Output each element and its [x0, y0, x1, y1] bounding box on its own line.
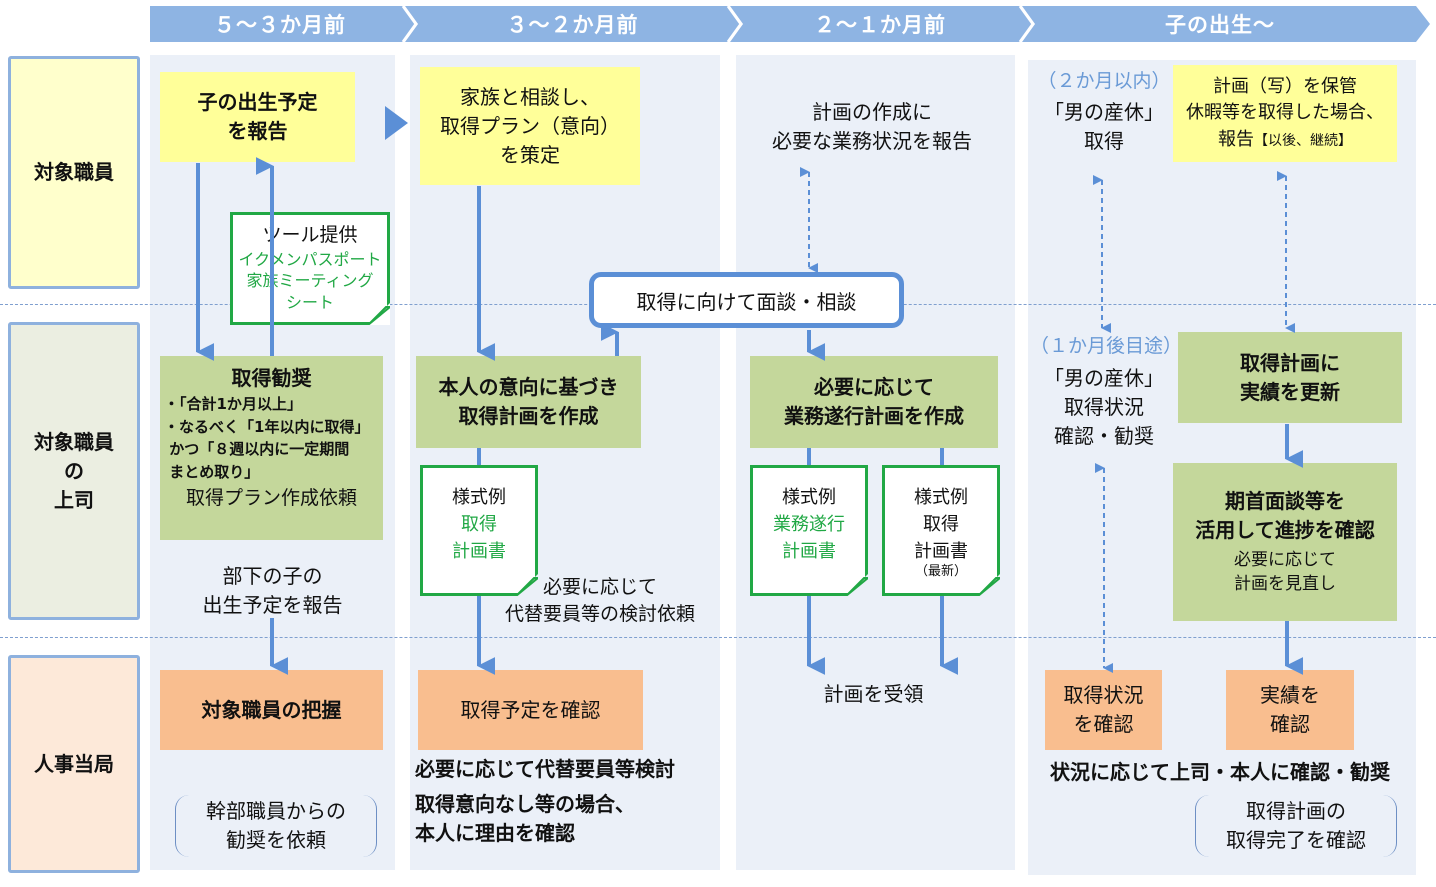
- within-2-months-note: （２か月以内）: [1037, 70, 1171, 92]
- hr-request-bracket: 幹部職員からの 勧奨を依頼: [175, 795, 377, 857]
- encourage-bullets: ・「合計1か月以上」 ・なるべく「1年以内に取得」 かつ「８週以内に一定期間 ま…: [164, 395, 370, 481]
- substitute-request-text: 必要に応じて 代替要員等の検討依頼: [504, 576, 695, 625]
- report-birth-box: 子の出生予定 を報告: [160, 72, 355, 162]
- subordinate-report-text: 部下の子の 出生予定を報告: [202, 564, 343, 617]
- keep-plan-text: 計画（写）を保管 休暇等を取得した場合、 報告【以後、継続】: [1186, 74, 1384, 152]
- plan-form-name: 取得 計画書: [452, 514, 506, 562]
- make-work-plan-box: 必要に応じて 業務遂行計画を作成: [750, 356, 998, 448]
- latest-plan-form-label: 様式例: [914, 487, 968, 508]
- tool-doc: ツール提供 イクメンパスポート 家族ミーティング シート: [230, 212, 390, 325]
- work-plan-form-doc: 様式例 業務遂行 計画書: [750, 465, 868, 596]
- interview-box: 取得に向けて面談・相談: [589, 272, 904, 328]
- page-fold-icon: [368, 303, 390, 325]
- page-fold-icon: [516, 574, 538, 596]
- hr-results-box: 実績を 確認: [1226, 670, 1354, 750]
- progress-title: 期首面談等を 活用して進捗を確認: [1195, 489, 1375, 543]
- report-work-text: 計画の作成に 必要な業務状況を報告: [772, 100, 972, 153]
- keep-plan-box: 計画（写）を保管 休暇等を取得した場合、 報告【以後、継続】: [1173, 65, 1397, 162]
- hr-status-box: 取得状況 を確認: [1045, 670, 1162, 750]
- hr-grasp-box: 対象職員の把握: [160, 670, 383, 750]
- plan-intent-box: 家族と相談し、 取得プラン（意向） を策定: [420, 67, 640, 185]
- plan-form-label: 様式例: [452, 487, 506, 508]
- plan-form-doc: 様式例 取得 計画書: [420, 465, 538, 596]
- lane-hr: 人事当局: [8, 655, 140, 873]
- encourage-box: 取得勧奨 ・「合計1か月以上」 ・なるべく「1年以内に取得」 かつ「８週以内に一…: [160, 356, 383, 540]
- hr-reason-note: 取得意向なし等の場合、 本人に理由を確認: [415, 792, 635, 845]
- after-1-month-note: （１か月後目途）: [1030, 335, 1183, 357]
- page-fold-icon: [846, 574, 868, 596]
- check-status-text: 「男の産休」 取得状況 確認・勧奨: [1044, 366, 1164, 448]
- latest-plan-form-name: 取得 計画書: [914, 514, 968, 562]
- keep-plan-suffix: 【以後、継続】: [1254, 132, 1352, 149]
- tool-title: ツール提供: [262, 224, 358, 246]
- encourage-title: 取得勧奨: [231, 366, 312, 390]
- progress-sub: 必要に応じて 計画を見直し: [1234, 550, 1336, 594]
- phase-label-3-2-months: ３～２か月前: [506, 13, 639, 37]
- work-plan-form-name: 業務遂行 計画書: [773, 514, 845, 562]
- keep-plan-main: 計画（写）を保管 休暇等を取得した場合、 報告: [1186, 76, 1384, 150]
- page-fold-icon: [978, 574, 1000, 596]
- phase-label-after-birth: 子の出生～: [1165, 13, 1275, 37]
- lane-supervisor: 対象職員 の 上司: [8, 322, 140, 620]
- lane-divider-2: [0, 637, 1436, 638]
- progress-check-box: 期首面談等を 活用して進捗を確認 必要に応じて 計画を見直し: [1173, 463, 1397, 621]
- hr-status-note: 状況に応じて上司・本人に確認・勧奨: [1050, 760, 1390, 784]
- phase-label-5-3-months: ５～３か月前: [214, 13, 346, 37]
- latest-plan-form-note: （最新）: [914, 564, 967, 579]
- update-plan-box: 取得計画に 実績を更新: [1178, 332, 1402, 423]
- phase-label-2-1-months: ２～１か月前: [814, 13, 946, 37]
- latest-plan-form-doc: 様式例 取得 計画書 （最新）: [882, 465, 1000, 596]
- make-plan-box: 本人の意向に基づき 取得計画を作成: [416, 356, 641, 448]
- lane-employee: 対象職員: [8, 56, 140, 289]
- hr-substitute-note: 必要に応じて代替要員等検討: [415, 757, 675, 781]
- hr-confirm-box: 取得予定を確認: [418, 670, 643, 750]
- take-leave-text: 「男の産休」 取得: [1044, 100, 1164, 153]
- encourage-request: 取得プラン作成依頼: [185, 487, 357, 509]
- tool-items: イクメンパスポート 家族ミーティング シート: [238, 249, 382, 312]
- hr-completion-bracket: 取得計画の 取得完了を確認: [1195, 795, 1397, 857]
- column-3-bg: [736, 55, 1015, 870]
- receive-plan-text: 計画を受領: [823, 682, 924, 706]
- work-plan-form-label: 様式例: [782, 487, 836, 508]
